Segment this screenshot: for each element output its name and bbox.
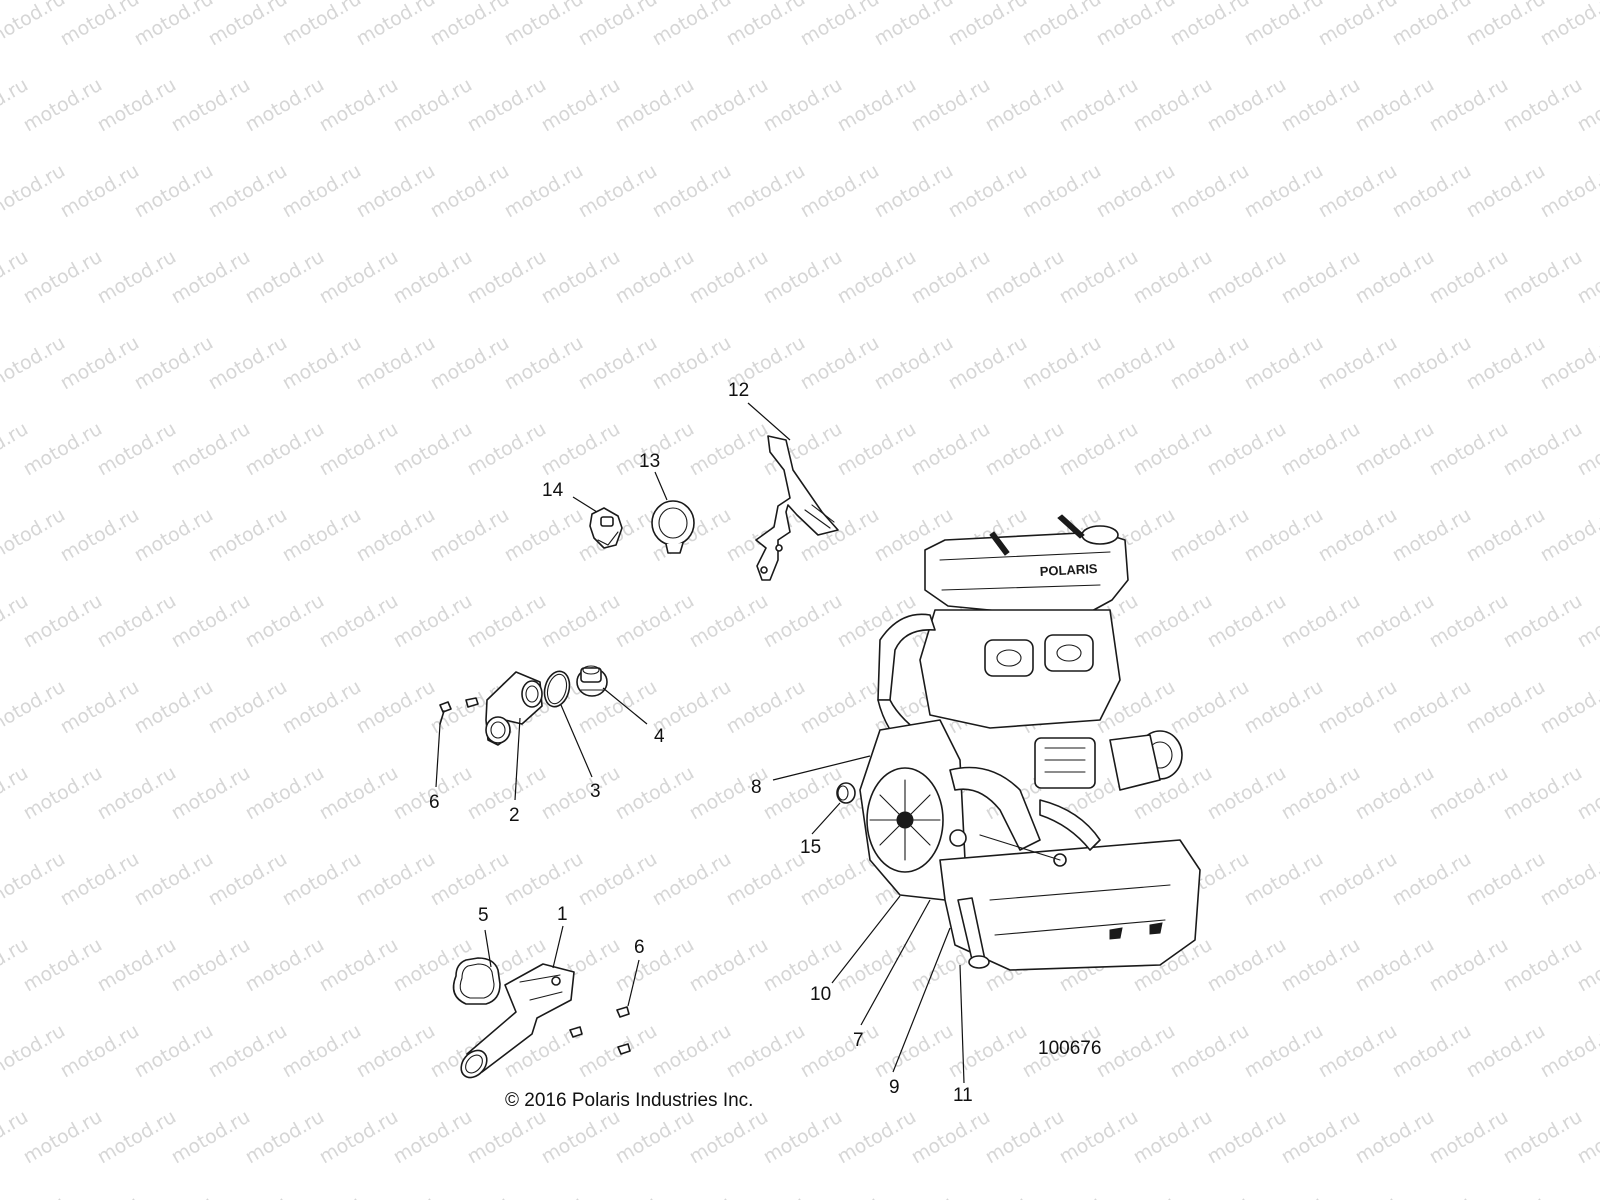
callout-8: 8 bbox=[751, 777, 762, 798]
figure-id: 100676 bbox=[1038, 1038, 1101, 1059]
callout-10: 10 bbox=[810, 984, 831, 1005]
leader-13 bbox=[654, 471, 668, 501]
clip-part-14 bbox=[589, 507, 623, 549]
leader-14 bbox=[572, 496, 598, 513]
leader-8 bbox=[772, 755, 871, 781]
leader-11 bbox=[959, 964, 965, 1084]
leader-3 bbox=[560, 704, 593, 778]
callout-labels: 1 2 3 4 5 6 6 7 8 9 10 11 12 13 14 15 bbox=[429, 380, 973, 1106]
leader-lines bbox=[435, 402, 965, 1084]
callout-3: 3 bbox=[590, 781, 601, 802]
leader-5 bbox=[484, 929, 492, 968]
callout-6b: 6 bbox=[634, 937, 645, 958]
engine-brand-mark: POLARIS bbox=[1039, 561, 1098, 579]
bolt-part-6-upper bbox=[439, 697, 479, 725]
thermostat-part-4 bbox=[576, 665, 608, 697]
leader-15 bbox=[811, 802, 841, 835]
leader-12 bbox=[747, 402, 791, 441]
callout-15: 15 bbox=[800, 837, 821, 858]
callout-5: 5 bbox=[478, 905, 489, 926]
leader-4 bbox=[602, 687, 648, 725]
callout-1: 1 bbox=[557, 904, 568, 925]
leader-6b bbox=[627, 959, 640, 1007]
o-ring-part-3 bbox=[543, 670, 571, 708]
leader-1 bbox=[552, 925, 564, 969]
hose-clamp-part-13 bbox=[651, 500, 695, 554]
leader-9 bbox=[892, 927, 951, 1073]
plug-part-15 bbox=[836, 782, 856, 804]
thermostat-housing-part-2 bbox=[485, 671, 543, 746]
callout-2: 2 bbox=[509, 805, 520, 826]
outlet-elbow-part-1 bbox=[460, 963, 575, 1079]
callout-9: 9 bbox=[889, 1077, 900, 1098]
leader-6a bbox=[435, 723, 441, 788]
leader-10 bbox=[831, 895, 901, 984]
callout-7: 7 bbox=[853, 1030, 864, 1051]
engine-assembly: POLARIS bbox=[859, 514, 1201, 971]
callout-13: 13 bbox=[639, 451, 660, 472]
bolt-part-6-lower bbox=[569, 1006, 631, 1055]
bracket-part-12 bbox=[755, 435, 839, 581]
gasket-part-5 bbox=[452, 957, 501, 1005]
copyright-notice: © 2016 Polaris Industries Inc. bbox=[505, 1090, 753, 1111]
callout-11: 11 bbox=[953, 1085, 973, 1106]
leader-2 bbox=[514, 717, 521, 801]
callout-12: 12 bbox=[728, 380, 749, 401]
callout-6a: 6 bbox=[429, 792, 440, 813]
callout-14: 14 bbox=[542, 480, 564, 501]
leader-7 bbox=[860, 899, 931, 1026]
callout-4: 4 bbox=[654, 726, 665, 747]
